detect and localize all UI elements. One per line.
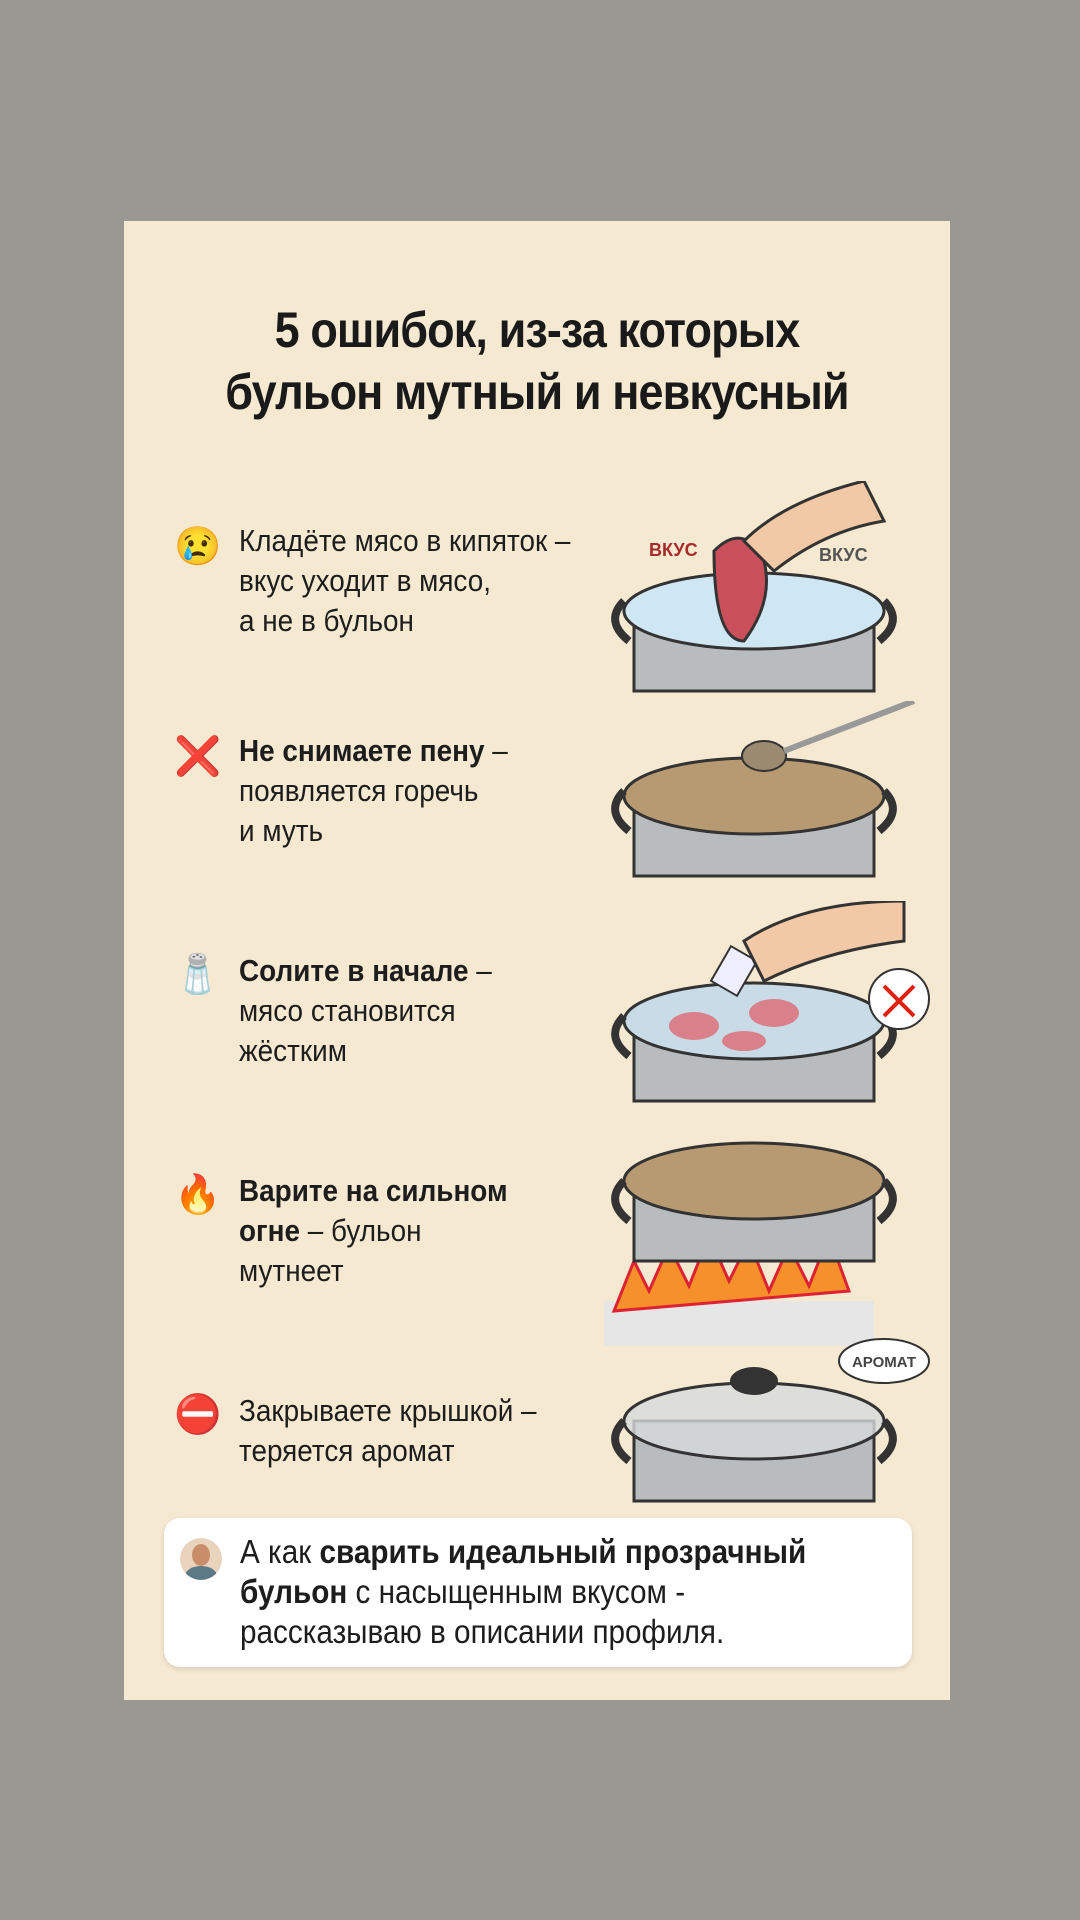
flavor-label: ВКУС (819, 545, 868, 565)
text-line: бульон с насыщенным вкусом - (240, 1572, 906, 1612)
text-line: мясо становится (239, 993, 456, 1028)
mistake-text: Не снимаете пену – появляется горечь и м… (239, 731, 581, 851)
pot-high-heat-illustration (604, 1141, 897, 1346)
infographic-card: 5 ошибок, из-за которых бульон мутный и … (124, 221, 950, 1700)
mistake-text: Закрываете крышкой – теряется аромат (239, 1391, 581, 1471)
text-line: а не в бульон (239, 603, 414, 638)
aroma-label: АРОМАТ (852, 1354, 916, 1371)
cross-mark-icon: ❌ (174, 736, 222, 778)
bold-text: Варите на сильном (239, 1173, 508, 1208)
avatar (180, 1538, 222, 1580)
text-line: вкус уходит в мясо, (239, 563, 491, 598)
mistake-3: 🧂 Солите в начале – мясо становится жёст… (124, 901, 950, 1121)
flavor-label: ВКУС (649, 540, 698, 560)
title-line-1: 5 ошибок, из-за которых (274, 302, 801, 358)
mistake-4: 🔥 Варите на сильном огне – бульон мутнее… (124, 1121, 950, 1351)
no-entry-icon: ⛔ (174, 1394, 222, 1436)
text-line: огне – бульон (239, 1211, 581, 1251)
bold-text: бульон (240, 1573, 348, 1610)
callout-text: А как сварить идеальный прозрачный бульо… (240, 1532, 906, 1652)
title-line-2: бульон мутный и невкусный (225, 364, 849, 420)
bold-text: Солите в начале (239, 953, 469, 988)
text-line: жёстким (239, 1033, 347, 1068)
profile-callout: А как сварить идеальный прозрачный бульо… (164, 1518, 912, 1667)
pot-salting-illustration (611, 901, 930, 1103)
text: – (484, 733, 508, 768)
text-line: Кладёте мясо в кипяток – (239, 523, 571, 558)
mistake-5: ⛔ Закрываете крышкой – теряется аромат А… (124, 1338, 950, 1521)
text-line: А как сварить идеальный прозрачный (240, 1532, 906, 1572)
text: – (468, 953, 492, 988)
text-line: появляется горечь (239, 773, 479, 808)
pot-with-lid-illustration: АРОМАТ (611, 1338, 930, 1503)
text: с насыщенным вкусом - (347, 1573, 686, 1610)
bold-text: огне (239, 1213, 301, 1248)
text: А как (240, 1533, 320, 1570)
mistake-text: Солите в начале – мясо становится жёстки… (239, 951, 581, 1071)
page-title: 5 ошибок, из-за которых бульон мутный и … (165, 299, 908, 423)
mistake-2: ❌ Не снимаете пену – появляется горечь и… (124, 701, 950, 901)
mistake-text: Кладёте мясо в кипяток – вкус уходит в м… (239, 521, 581, 641)
text-line: и муть (239, 813, 324, 848)
mistake-text: Варите на сильном огне – бульон мутнеет (239, 1171, 581, 1291)
fire-icon: 🔥 (174, 1174, 222, 1216)
text-line: мутнеет (239, 1253, 344, 1288)
pot-foam-spoon-illustration (611, 701, 916, 878)
text-line: Солите в начале – (239, 951, 581, 991)
mistake-1: 😢 Кладёте мясо в кипяток – вкус уходит в… (124, 481, 950, 693)
bold-text: сварить идеальный прозрачный (319, 1533, 807, 1570)
salt-shaker-icon: 🧂 (174, 954, 222, 996)
text-line: Закрываете крышкой – (239, 1393, 537, 1428)
bold-text: Не снимаете пену (239, 733, 485, 768)
text: – бульон (300, 1213, 422, 1248)
text-line: теряется аромат (239, 1433, 455, 1468)
text-line: рассказываю в описании профиля. (240, 1613, 725, 1650)
text-line: Не снимаете пену – (239, 731, 581, 771)
pot-meat-boiling-illustration: ВКУС ВКУС (611, 481, 897, 693)
crying-face-icon: 😢 (174, 526, 222, 568)
